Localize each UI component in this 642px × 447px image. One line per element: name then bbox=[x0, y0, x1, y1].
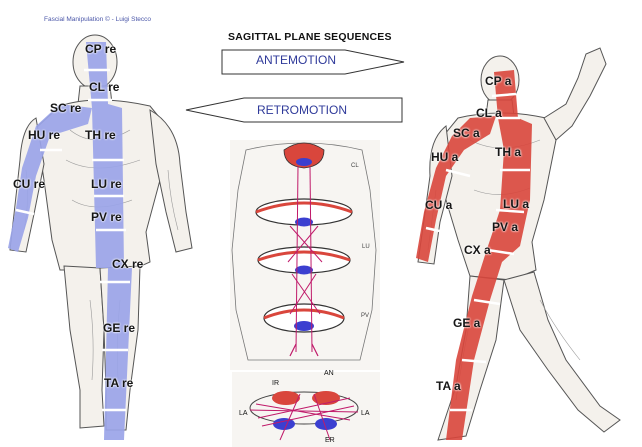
pelvis-inset-background bbox=[232, 372, 380, 447]
ante-point-cx: CX a bbox=[464, 243, 491, 257]
ante-point-th: TH a bbox=[495, 145, 522, 159]
pelvic-anterior-fascia bbox=[263, 308, 345, 320]
retro-point-ge: GE re bbox=[103, 321, 136, 335]
ante-point-lu: LU a bbox=[503, 197, 530, 211]
pelvic-vertebra bbox=[294, 321, 314, 331]
ante-point-cp: CP a bbox=[485, 74, 512, 88]
section-connecting-lines bbox=[287, 165, 323, 353]
retro-point-ta: TA re bbox=[104, 376, 134, 390]
pelvis-red-left bbox=[272, 391, 300, 405]
retro-point-sc: SC re bbox=[50, 101, 82, 115]
retromotion-bands bbox=[8, 42, 132, 440]
diagram-label-lu: LU bbox=[362, 244, 370, 250]
retro-point-cu: CU re bbox=[13, 177, 46, 191]
retro-trunk-band bbox=[86, 42, 132, 440]
inset-label-la-right: LA bbox=[361, 410, 370, 417]
pelvis-rotation-inset bbox=[232, 372, 380, 447]
pelvis-blue-left bbox=[273, 418, 295, 430]
ante-point-hu: HU a bbox=[431, 150, 459, 164]
retro-band-dividers bbox=[15, 68, 130, 412]
antemotion-bands bbox=[416, 70, 532, 440]
retro-point-th: TH re bbox=[85, 128, 116, 142]
pelvis-blue-right bbox=[315, 418, 337, 430]
ante-point-cu: CU a bbox=[425, 198, 453, 212]
ante-point-ta: TA a bbox=[436, 379, 461, 393]
cervical-vertebra bbox=[296, 158, 312, 166]
retro-point-lu: LU re bbox=[91, 177, 122, 191]
ante-point-ge: GE a bbox=[453, 316, 481, 330]
ante-point-pv: PV a bbox=[492, 220, 519, 234]
thoracic-vertebra bbox=[295, 217, 313, 227]
retromotion-label: RETROMOTION bbox=[257, 103, 347, 117]
retro-point-pv: PV re bbox=[91, 210, 122, 224]
retro-point-cx: CX re bbox=[112, 257, 144, 271]
ante-trunk-band bbox=[446, 70, 532, 440]
posterior-left-leg bbox=[63, 265, 105, 429]
ante-point-cl: CL a bbox=[476, 106, 502, 120]
inset-label-er: ER bbox=[325, 437, 335, 444]
copyright-credit: Fascial Manipulation © - Luigi Stecco bbox=[44, 16, 152, 23]
ante-arm-band bbox=[416, 116, 496, 262]
retro-point-cl: CL re bbox=[89, 80, 120, 94]
lumbar-anterior-fascia bbox=[257, 250, 351, 262]
ante-band-dividers bbox=[425, 92, 530, 412]
pelvis-rotation-lines bbox=[249, 393, 359, 441]
ante-point-sc: SC a bbox=[453, 126, 480, 140]
trunk-sections-diagram bbox=[230, 140, 380, 370]
inset-label-ir: IR bbox=[272, 380, 279, 387]
section-arrow-heads bbox=[289, 343, 319, 357]
posterior-right-arm bbox=[149, 109, 193, 253]
thoracic-anterior-fascia bbox=[255, 201, 353, 214]
anterior-raised-arm bbox=[543, 47, 607, 141]
page-title: SAGITTAL PLANE SEQUENCES bbox=[228, 31, 392, 43]
trunk-outline bbox=[231, 142, 377, 361]
retro-point-hu: HU re bbox=[28, 128, 61, 142]
retromotion-arrow bbox=[185, 97, 403, 123]
antemotion-arrow bbox=[221, 49, 405, 75]
lumbar-vertebra bbox=[295, 265, 313, 275]
retro-arm-band bbox=[8, 104, 92, 252]
cervical-section bbox=[283, 142, 325, 169]
inset-label-an: AN bbox=[324, 370, 334, 377]
diagram-label-cl: CL bbox=[351, 163, 359, 169]
diagram-label-pv: PV bbox=[361, 313, 370, 319]
antemotion-label: ANTEMOTION bbox=[256, 53, 336, 67]
pelvis-outline bbox=[249, 391, 359, 425]
inset-label-la-left: LA bbox=[239, 410, 248, 417]
anterior-right-leg bbox=[503, 271, 621, 433]
retro-point-cp: CP re bbox=[85, 42, 117, 56]
